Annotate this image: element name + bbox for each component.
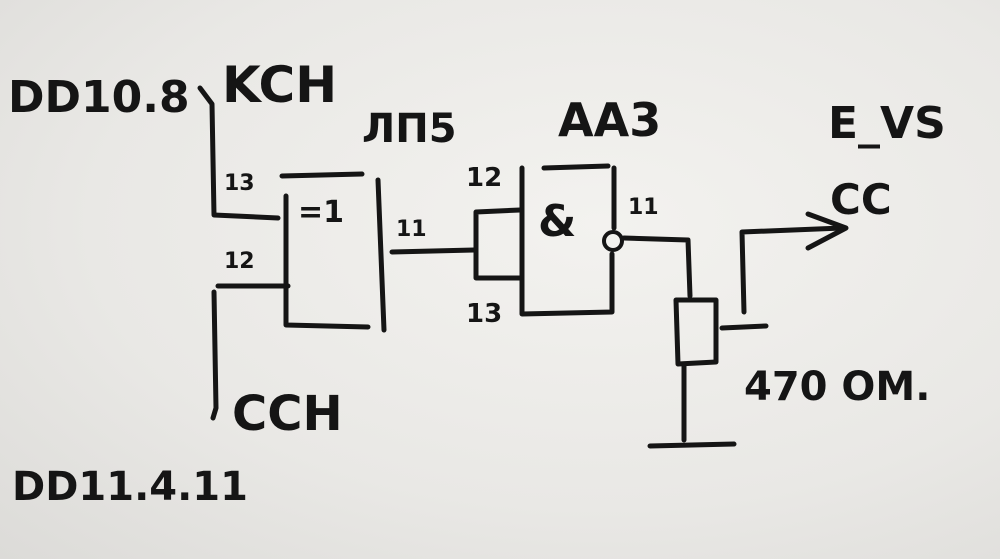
wire-output — [739, 225, 845, 315]
wire-cch-vertical — [210, 289, 219, 421]
wire-kch-input — [197, 85, 281, 221]
label-gate1-pin-in-bottom: 12 — [224, 249, 255, 274]
label-top-signal: KCH — [222, 56, 337, 114]
gate2-body — [519, 165, 615, 317]
label-resistor-value: 470 ОМ. — [744, 364, 930, 410]
label-gate2-pin-in-top: 12 — [466, 163, 502, 193]
wire-gate2-to-resistor — [621, 235, 693, 299]
label-gate1-pin-out: 11 — [396, 217, 427, 242]
label-gate2-name: AA3 — [558, 93, 661, 147]
label-top-source: DD10.8 — [8, 72, 190, 123]
label-gate2-symbol: & — [538, 196, 576, 247]
label-gate1-symbol: =1 — [298, 195, 344, 230]
wire-gate1-to-gate2 — [389, 247, 477, 255]
label-output-connector: E_VS — [828, 98, 946, 149]
gate2-top-edge — [541, 163, 611, 171]
resistor-body — [673, 297, 719, 367]
gate2-input-bracket — [473, 207, 525, 281]
gate1-top-edge — [279, 171, 365, 179]
gate2-inversion-bubble — [602, 230, 624, 252]
label-bottom-signal: CCH — [232, 386, 343, 442]
resistor-tap — [719, 323, 769, 331]
label-gate1-pin-in-top: 13 — [224, 171, 255, 196]
label-gate2-pin-in-bottom: 13 — [466, 299, 502, 329]
gate1-output-edge — [375, 177, 387, 333]
label-output-signal: CC — [830, 175, 892, 224]
output-arrow-icon — [805, 211, 849, 251]
ground-symbol — [647, 441, 737, 449]
gate1-body — [283, 193, 371, 330]
label-gate2-pin-out: 11 — [628, 195, 659, 220]
label-bottom-source: DD11.4.11 — [12, 464, 248, 510]
label-gate1-name: ЛП5 — [362, 106, 457, 152]
